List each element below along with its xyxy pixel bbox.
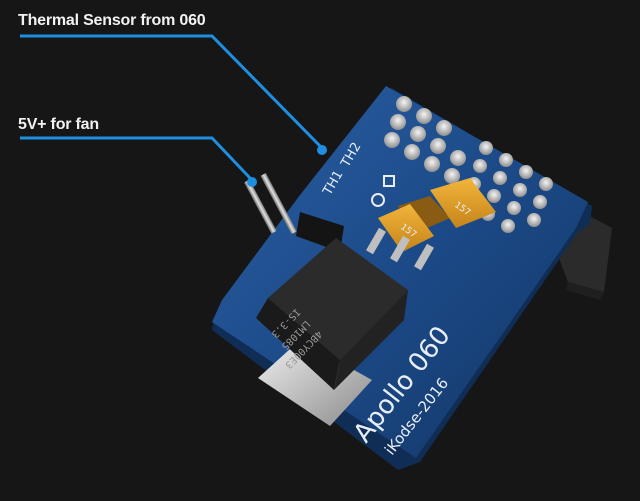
callout-fan-dot bbox=[247, 177, 257, 187]
voltage-regulator: 4BCY00E3 LM1085 IS-3.3 bbox=[256, 238, 408, 426]
regulator-legs bbox=[366, 227, 434, 271]
callout-thermal-label: Thermal Sensor from 060 bbox=[18, 12, 206, 29]
callout-fan-line bbox=[20, 136, 252, 180]
capacitor-2: 157 bbox=[430, 178, 496, 228]
pcb-board bbox=[212, 86, 592, 470]
callout-fan-label: 5V+ for fan bbox=[18, 116, 99, 133]
callout-thermal-line bbox=[20, 34, 322, 148]
capacitor-1: 157 bbox=[378, 196, 450, 252]
callout-thermal-dot bbox=[317, 145, 327, 155]
header-pin-grid bbox=[384, 96, 553, 233]
